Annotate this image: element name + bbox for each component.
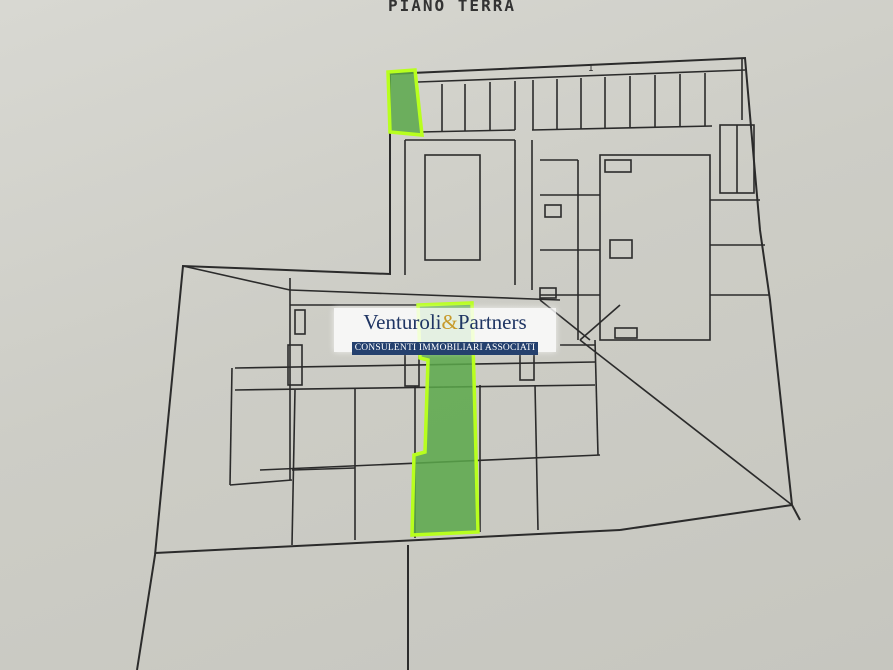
agency-name-part2: Partners xyxy=(457,310,527,334)
agency-ampersand: & xyxy=(441,310,458,334)
right-building xyxy=(539,154,793,506)
parking-block xyxy=(404,58,755,290)
agency-watermark: Venturoli&Partners CONSULENTI IMMOBILIAR… xyxy=(334,308,556,355)
highlighted-parking-space xyxy=(386,68,424,137)
agency-name-part1: Venturoli xyxy=(363,310,442,334)
parking-number-label: 1 xyxy=(588,64,594,74)
highlighted-garden-area xyxy=(410,301,480,537)
agency-name: Venturoli&Partners xyxy=(334,309,556,335)
agency-tagline: CONSULENTI IMMOBILIARI ASSOCIATI xyxy=(351,342,539,355)
site-boundary xyxy=(136,56,801,670)
floor-title: PIANO TERRA xyxy=(388,0,516,15)
